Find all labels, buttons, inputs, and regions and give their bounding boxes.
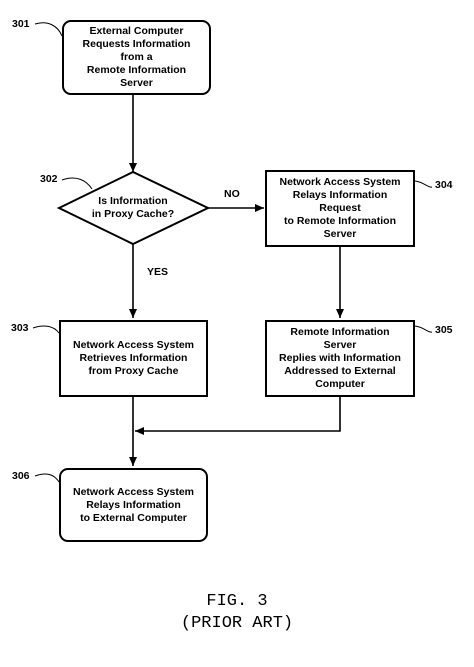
process-box-303: Network Access System Retrieves Informat… [59,320,208,397]
process-box-304-text: Network Access System Relays Information… [279,176,401,240]
edge-label-no: NO [224,188,240,200]
process-box-306: Network Access System Relays Information… [59,468,208,542]
process-box-306-text: Network Access System Relays Information… [72,485,194,524]
decision-302-text: Is Information in Proxy Cache? [91,195,175,220]
process-box-301-text: External Computer Requests Information f… [82,25,191,89]
process-box-303-text: Network Access System Retrieves Informat… [72,339,194,377]
ref-numeral-306: 306 [12,470,30,482]
ref-numeral-304: 304 [435,179,453,191]
leader-303 [32,325,60,334]
leader-302 [61,177,93,190]
leader-304 [414,180,433,188]
ref-numeral-303: 303 [11,322,29,334]
leader-306 [34,473,60,483]
leader-301 [34,22,63,37]
figure-caption: FIG. 3 [206,592,268,611]
edge-label-yes: YES [147,266,169,278]
leader-305 [414,325,433,333]
figure-caption-note: (PRIOR ART) [180,614,294,633]
decision-302-diamond [56,170,211,246]
ref-numeral-301: 301 [12,18,30,30]
process-box-301: External Computer Requests Information f… [62,20,211,95]
ref-numeral-305: 305 [435,324,453,336]
ref-numeral-302: 302 [40,173,58,185]
edge-305-306 [135,397,341,435]
process-box-305-text: Remote Information Server Replies with I… [279,326,401,390]
process-box-305: Remote Information Server Replies with I… [265,320,415,397]
process-box-304: Network Access System Relays Information… [265,170,415,247]
